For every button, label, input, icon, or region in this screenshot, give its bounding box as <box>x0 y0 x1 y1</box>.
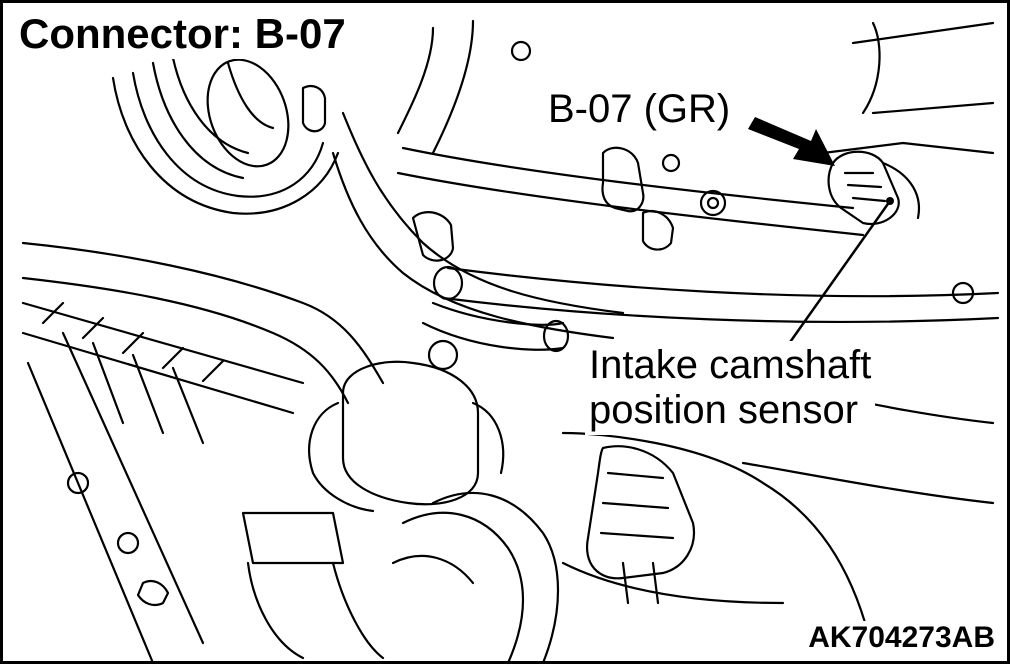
throttle-body <box>561 381 995 655</box>
connector-b07-shape <box>821 21 995 226</box>
sensor-label: Intake camshaft position sensor <box>585 341 876 435</box>
curved-hose <box>21 111 625 405</box>
leader-line <box>786 197 894 346</box>
figure-id: AK704273AB <box>806 621 997 655</box>
hose-tubes <box>396 19 1000 353</box>
sensor-label-line1: Intake camshaft <box>589 343 872 387</box>
radiator-panel <box>21 301 305 665</box>
radiator-cap <box>308 360 505 513</box>
diagram-title: Connector: B-07 <box>17 10 352 60</box>
fittings <box>301 84 675 262</box>
bolts <box>66 40 975 555</box>
arrow-pointer-icon <box>748 117 835 166</box>
sensor-label-line2: position sensor <box>589 387 859 432</box>
lower-hoses <box>241 491 560 665</box>
connector-label: B-07 (GR) <box>544 87 735 132</box>
engine-bay-illustration <box>21 19 1000 665</box>
intake-duct <box>111 56 340 215</box>
